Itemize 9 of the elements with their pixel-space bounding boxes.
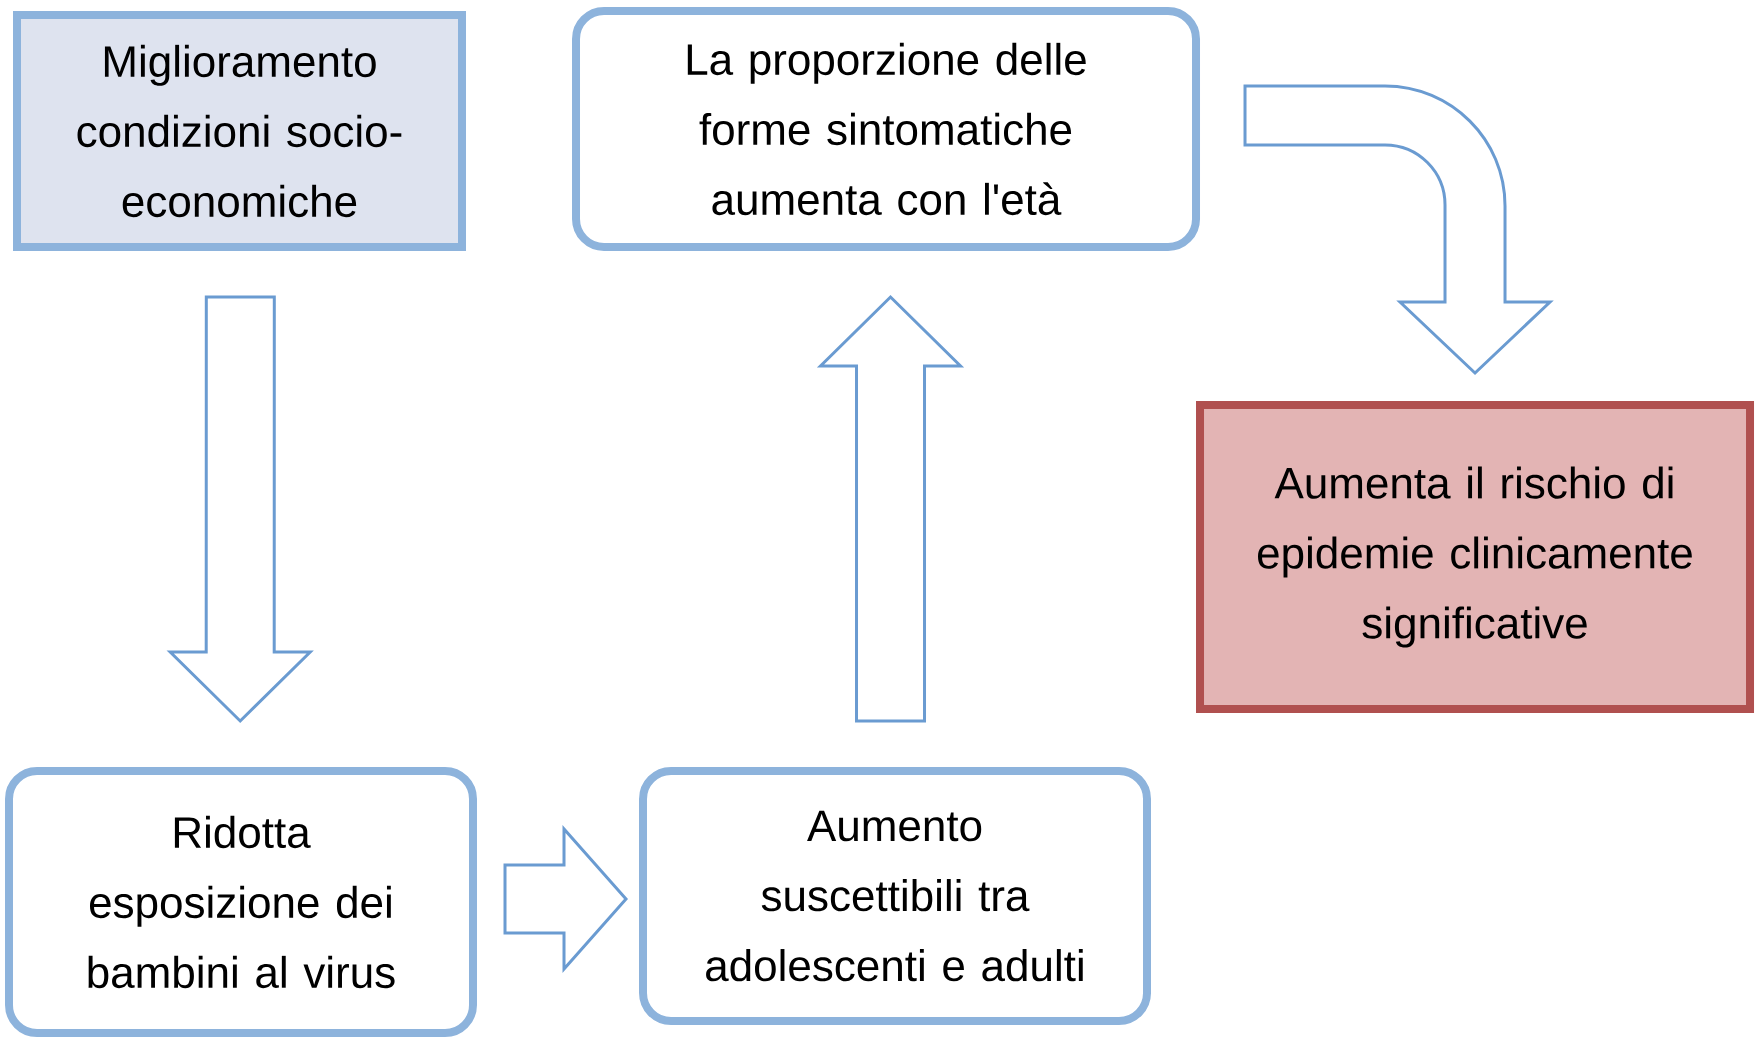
rounded-box: La proporzione delle forme sintomatiche aumenta con l'età bbox=[572, 7, 1200, 251]
process-box: Aumenta il rischio di epidemie clinicamente significative bbox=[1196, 401, 1754, 713]
process-box: Miglioramento condizioni socio-economiche bbox=[13, 11, 466, 251]
block-arrow bbox=[1243, 84, 1552, 375]
rounded-box: Ridotta esposizione dei bambini al virus bbox=[5, 767, 477, 1037]
block-arrow bbox=[166, 295, 314, 724]
rounded-box: Aumento suscettibili tra adolescenti e adulti bbox=[639, 767, 1151, 1025]
block-arrow bbox=[503, 825, 628, 973]
block-arrow bbox=[816, 294, 965, 723]
